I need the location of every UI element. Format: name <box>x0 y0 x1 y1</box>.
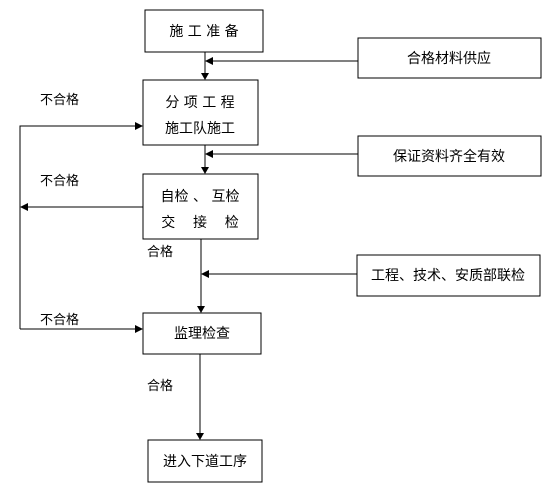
node-next-process-label: 进入下道工序 <box>163 454 247 470</box>
arrowhead-subproject-to-selfcheck <box>201 167 209 174</box>
fail-label-1: 不合格 <box>40 92 79 108</box>
arrowhead-material-to-flow <box>205 57 213 65</box>
node-self-mutual-check: 自检 、 互检 交 接 检 <box>142 173 259 240</box>
fail-label-3: 不合格 <box>40 312 79 328</box>
pass-label-1: 合格 <box>147 244 173 260</box>
arrowhead-prep-to-subproject <box>201 73 209 80</box>
node-subproject-construction-label-2: 施工队施工 <box>165 121 235 137</box>
node-qualified-material-label: 合格材料供应 <box>407 50 491 67</box>
node-subproject-construction: 分 项 工 程 施工队施工 <box>142 79 259 146</box>
fail-label-2: 不合格 <box>40 173 79 189</box>
node-complete-documents: 保证资料齐全有效 <box>357 135 542 177</box>
node-construction-prep: 施 工 准 备 <box>144 9 264 53</box>
node-qualified-material: 合格材料供应 <box>357 37 542 79</box>
node-supervision-check-label: 监理检查 <box>174 326 230 342</box>
node-joint-inspection: 工程、技术、安质部联检 <box>356 254 541 297</box>
node-construction-prep-label: 施 工 准 备 <box>169 23 238 40</box>
node-supervision-check: 监理检查 <box>142 312 262 355</box>
arrowhead-selfcheck-fail <box>20 203 28 211</box>
arrowhead-supervision-fail-loop <box>135 325 143 333</box>
arrowhead-documents-to-flow <box>205 150 213 158</box>
node-complete-documents-label: 保证资料齐全有效 <box>393 148 505 165</box>
node-next-process: 进入下道工序 <box>147 439 263 483</box>
arrowhead-joint-check-to-flow <box>201 270 209 278</box>
pass-label-2: 合格 <box>147 378 173 394</box>
edge-fail-return-to-subproject <box>19 125 136 329</box>
arrowhead-fail-return-to-subproject <box>135 122 143 130</box>
node-subproject-construction-label-1: 分 项 工 程 <box>165 95 234 111</box>
node-self-mutual-check-label-2: 交 接 检 <box>161 214 239 231</box>
node-joint-inspection-label: 工程、技术、安质部联检 <box>371 268 525 284</box>
node-self-mutual-check-label-1: 自检 、 互检 <box>161 189 240 205</box>
arrowhead-supervision-to-next <box>196 433 204 440</box>
arrowhead-selfcheck-to-supervision <box>197 306 205 313</box>
